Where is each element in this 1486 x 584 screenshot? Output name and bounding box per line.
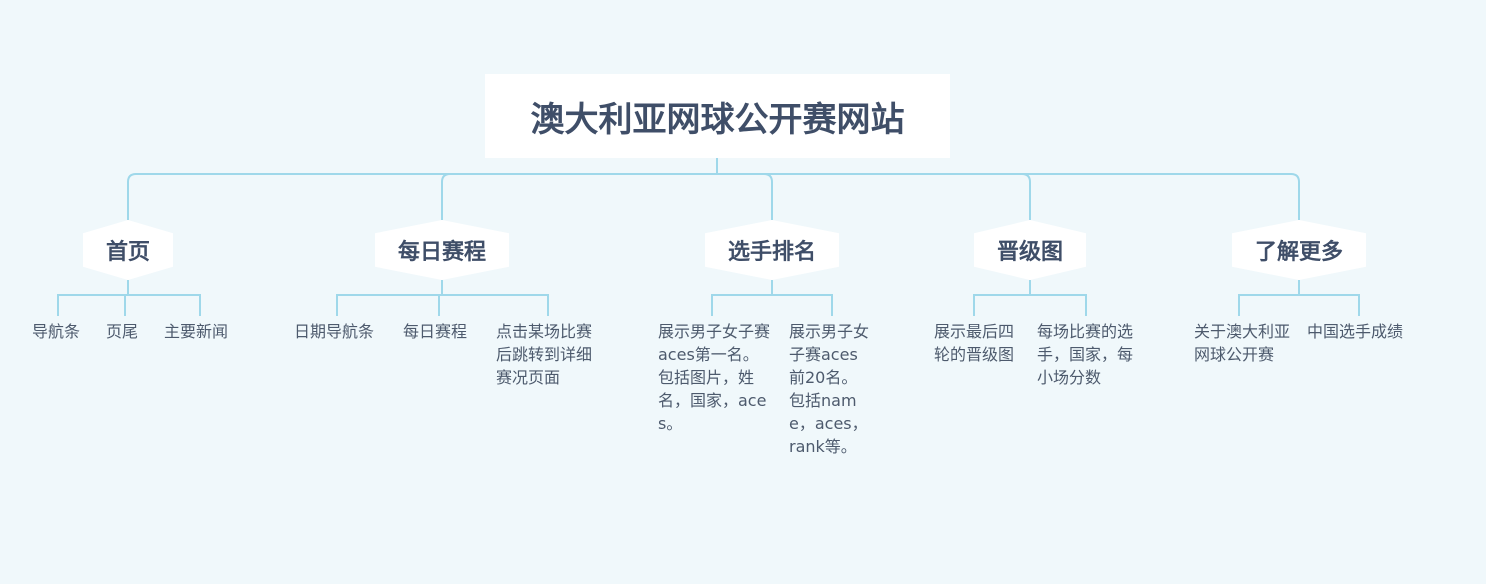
leaf-bus-3	[711, 294, 833, 316]
leaf-node: 中国选手成绩	[1307, 322, 1404, 341]
branch-node-player-ranking: 选手排名	[705, 220, 839, 280]
root-node: 澳大利亚网球公开赛网站	[485, 74, 950, 158]
leaf-node: 日期导航条	[294, 322, 375, 341]
branch-drop-2	[441, 173, 451, 220]
leaf-node: 展示男子女子赛aces第一名。包括图片，姓名，国家，aces。	[658, 322, 771, 433]
branch-node-learn-more: 了解更多	[1232, 220, 1366, 280]
leaf-node: 展示男子女子赛aces前20名。包括name，aces，rank等。	[789, 322, 870, 456]
leaf-bus-4	[973, 294, 1087, 316]
leaf-node: 每日赛程	[403, 322, 468, 341]
leaf-node: 主要新闻	[164, 322, 229, 341]
leaf-node: 页尾	[106, 322, 139, 341]
branch-node-bracket: 晋级图	[974, 220, 1086, 280]
leaf-bus-2	[336, 294, 549, 316]
branch-drop-3	[763, 173, 773, 220]
leaf-node: 导航条	[32, 322, 81, 341]
leaf-bus-5	[1238, 294, 1360, 316]
leaf-node: 展示最后四轮的晋级图	[934, 322, 1015, 364]
branch-drop-4	[1021, 173, 1031, 220]
branch-bus-line	[127, 173, 1300, 220]
leaf-bus-1	[57, 294, 201, 316]
leaf-node: 关于澳大利亚网球公开赛	[1194, 322, 1291, 364]
branch-node-home: 首页	[83, 220, 173, 280]
leaf-node: 每场比赛的选手，国家，每小场分数	[1037, 322, 1134, 387]
leaf-node: 点击某场比赛后跳转到详细赛况页面	[496, 322, 593, 387]
branch-node-daily-schedule: 每日赛程	[375, 220, 509, 280]
